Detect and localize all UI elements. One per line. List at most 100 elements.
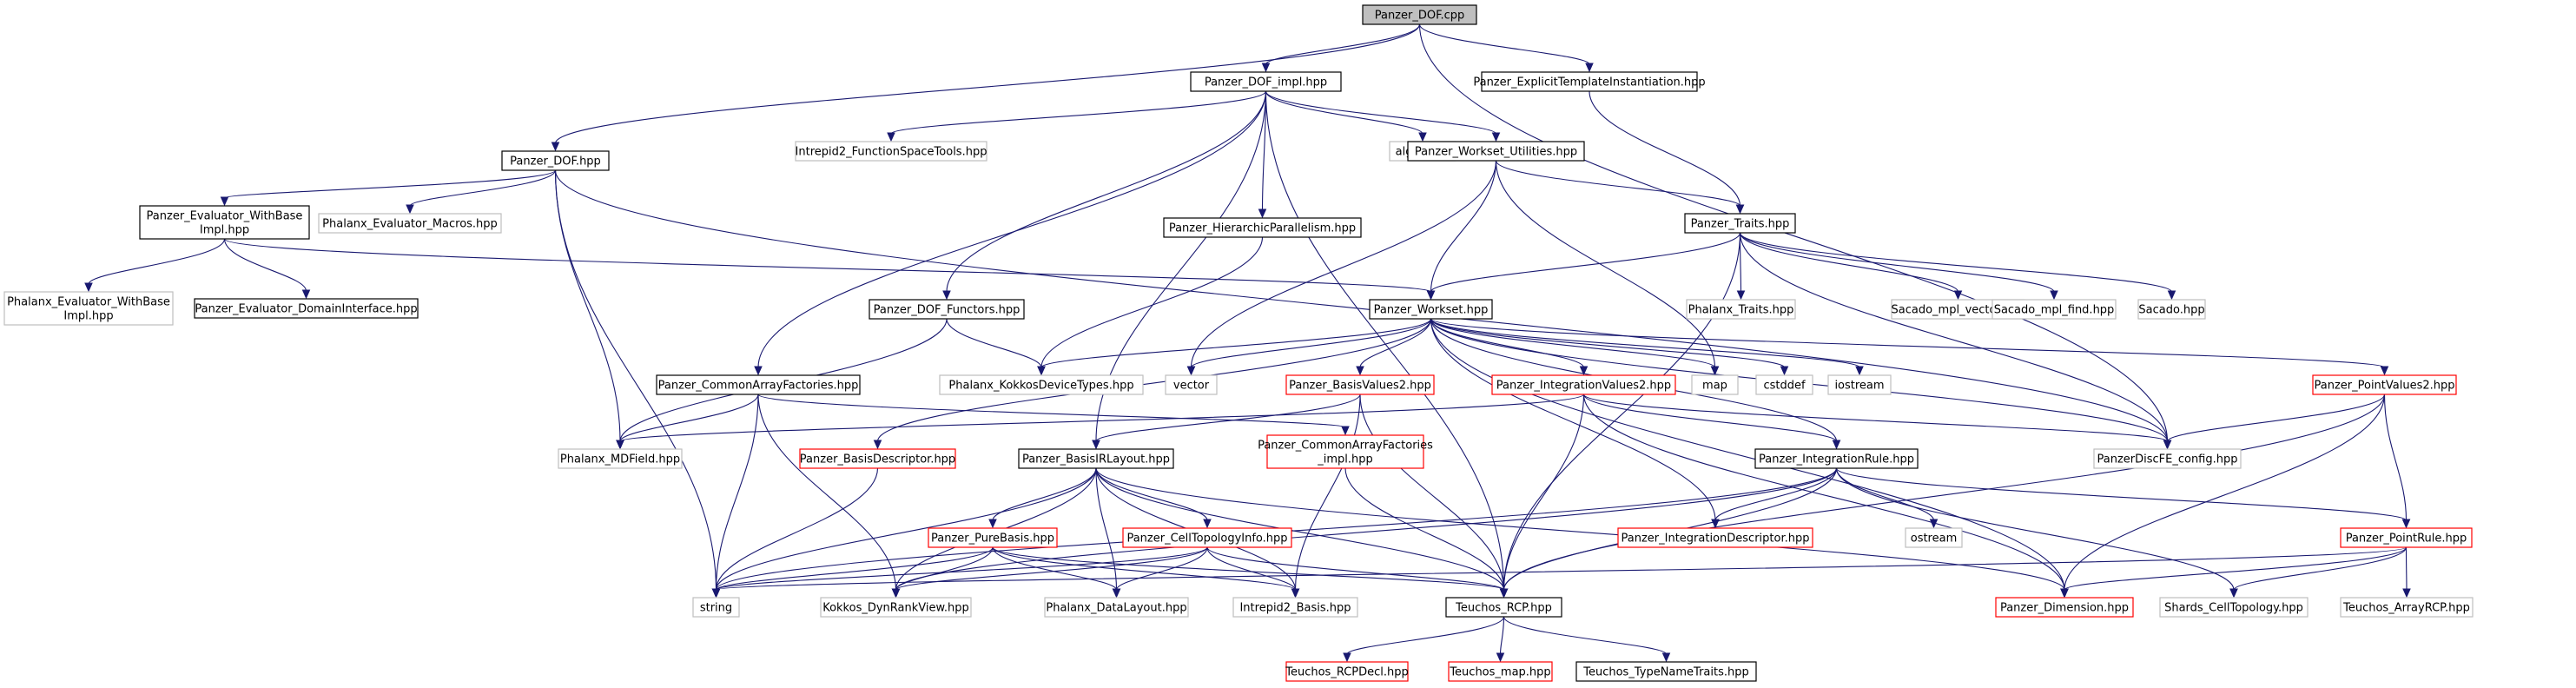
node-label: Phalanx_KokkosDeviceTypes.hpp [948, 380, 1133, 393]
edge-dof_impl-to-dof_func [942, 90, 1267, 301]
node-box [2159, 597, 2308, 618]
node-irule[interactable]: Panzer_IntegrationRule.hpp [1754, 448, 1919, 469]
edge-iv2-to-dim [1582, 394, 2069, 599]
node-workset[interactable]: Panzer_Workset.hpp [1369, 299, 1493, 320]
node-tnt[interactable]: Teuchos_TypeNameTraits.hpp [1575, 661, 1757, 682]
node-box [3, 291, 174, 326]
node-cti[interactable]: Panzer_CellTopologyInfo.hpp [1122, 527, 1292, 548]
node-iv2[interactable]: Panzer_IntegrationValues2.hpp [1491, 374, 1676, 395]
node-birl[interactable]: Panzer_BasisIRLayout.hpp [1018, 448, 1174, 469]
node-ostream[interactable]: ostream [1905, 527, 1963, 548]
node-dof_impl[interactable]: Panzer_DOF_impl.hpp [1190, 71, 1342, 92]
edge-wsu-to-traits [1495, 160, 1745, 215]
node-box [501, 150, 610, 171]
node-traits[interactable]: Panzer_Traits.hpp [1684, 213, 1796, 234]
node-tmap[interactable]: Teuchos_map.hpp [1448, 661, 1553, 682]
node-rcp[interactable]: Teuchos_RCP.hpp [1445, 597, 1562, 618]
node-label: Phalanx_Traits.hpp [1688, 304, 1794, 317]
node-box [318, 213, 502, 234]
node-box [795, 141, 987, 162]
edge-dof_cpp-to-dof_hpp [551, 23, 1421, 152]
node-box [1122, 527, 1292, 548]
node-wsu[interactable]: Panzer_Workset_Utilities.hpp [1407, 141, 1585, 162]
node-box [1018, 448, 1174, 469]
node-pbasis[interactable]: Panzer_PureBasis.hpp [928, 527, 1058, 548]
node-label: Phalanx_Evaluator_Macros.hpp [322, 218, 498, 231]
node-tarcp[interactable]: Teuchos_ArrayRCP.hpp [2340, 597, 2474, 618]
edge-rcp-to-tmap [1496, 616, 1505, 663]
node-label: Sacado_mpl_find.hpp [1994, 304, 2115, 317]
node-edi[interactable]: Panzer_Evaluator_DomainInterface.hpp [194, 298, 419, 319]
edge-dof_impl-to-fst [887, 90, 1267, 142]
edge-pv2-to-dim [2060, 394, 2386, 599]
node-kdrv[interactable]: Kokkos_DynRankView.hpp [820, 597, 972, 618]
node-box [1266, 434, 1424, 469]
edge-prule-to-tarcp [2402, 546, 2411, 599]
edge-dof_impl-to-hier [1258, 90, 1267, 219]
node-label: Panzer_IntegrationRule.hpp [1759, 453, 1914, 466]
node-pem[interactable]: Phalanx_Evaluator_Macros.hpp [318, 213, 502, 234]
node-label: ostream [1911, 533, 1958, 546]
node-label: Panzer_BasisIRLayout.hpp [1022, 453, 1170, 466]
edge-caf-to-kdrv [757, 394, 901, 599]
edge-pv2-to-rcp [1499, 394, 2386, 599]
edge-traits-to-workset [1426, 232, 1741, 301]
node-bdesc[interactable]: Panzer_BasisDescriptor.hpp [799, 448, 956, 469]
node-idesc[interactable]: Panzer_IntegrationDescriptor.hpp [1617, 527, 1813, 548]
node-mdfield[interactable]: Phalanx_MDField.hpp [558, 448, 683, 469]
node-sct[interactable]: Shards_CellTopology.hpp [2159, 597, 2308, 618]
node-label: Teuchos_RCPDecl.hpp [1285, 666, 1409, 679]
node-pv2[interactable]: Panzer_PointValues2.hpp [2312, 374, 2457, 395]
node-dof_hpp[interactable]: Panzer_DOF.hpp [501, 150, 610, 171]
node-iostream[interactable]: iostream [1827, 374, 1892, 395]
edge-iv2-to-config [1582, 394, 2172, 450]
edge-rcp-to-tnt [1503, 616, 1671, 663]
node-config[interactable]: PanzerDiscFE_config.hpp [2093, 448, 2242, 469]
node-box [1369, 299, 1493, 320]
node-i2b[interactable]: Intrepid2_Basis.hpp [1232, 597, 1358, 618]
node-bv2[interactable]: Panzer_BasisValues2.hpp [1285, 374, 1435, 395]
node-rcpdecl[interactable]: Teuchos_RCPDecl.hpp [1285, 661, 1409, 682]
node-dof_func[interactable]: Panzer_DOF_Functors.hpp [869, 299, 1025, 320]
node-smf[interactable]: Sacado_mpl_find.hpp [1991, 299, 2117, 320]
node-ptraits[interactable]: Phalanx_Traits.hpp [1686, 299, 1796, 320]
node-cstddef[interactable]: cstddef [1755, 374, 1813, 395]
node-label: Shards_CellTopology.hpp [2164, 602, 2303, 615]
edge-dof_impl-to-wsu [1265, 90, 1501, 142]
node-prule[interactable]: Panzer_PointRule.hpp [2340, 527, 2473, 548]
node-fst[interactable]: Intrepid2_FunctionSpaceTools.hpp [795, 141, 987, 162]
node-pkdt[interactable]: Phalanx_KokkosDeviceTypes.hpp [939, 374, 1144, 395]
node-caf[interactable]: Panzer_CommonArrayFactories.hpp [656, 374, 861, 395]
node-box [692, 597, 740, 618]
node-smv[interactable]: Sacado_mpl_vector.hpp [1891, 299, 2025, 320]
node-box [1481, 71, 1698, 92]
node-pdl[interactable]: Phalanx_DataLayout.hpp [1044, 597, 1189, 618]
edge-workset-to-bdesc [873, 318, 1432, 450]
node-sacado[interactable]: Sacado.hpp [2137, 299, 2206, 320]
node-hier[interactable]: Panzer_HierarchicParallelism.hpp [1163, 217, 1362, 238]
node-label: Panzer_Dimension.hpp [2000, 602, 2129, 615]
edge-caf-to-cafi [757, 394, 1350, 436]
node-box [2312, 374, 2457, 395]
node-dof_cpp[interactable]: Panzer_DOF.cpp [1362, 4, 1477, 25]
node-eti[interactable]: Panzer_ExplicitTemplateInstantiation.hpp [1473, 71, 1706, 92]
node-box [656, 374, 861, 395]
node-box [2340, 597, 2474, 618]
node-label: cstddef [1763, 380, 1806, 393]
node-cafi[interactable]: Panzer_CommonArrayFactories_impl.hpp [1258, 434, 1433, 469]
node-label: Panzer_CommonArrayFactories.hpp [658, 380, 859, 393]
edge-dof_cpp-to-eti [1418, 23, 1594, 73]
node-label: Panzer_CommonArrayFactories_impl.hpp [1258, 440, 1433, 466]
node-string[interactable]: string [692, 597, 740, 618]
node-label: Panzer_DOF_impl.hpp [1205, 76, 1327, 89]
node-vector[interactable]: vector [1165, 374, 1218, 395]
edge-workset-to-map [1430, 318, 1720, 376]
node-dim[interactable]: Panzer_Dimension.hpp [1995, 597, 2134, 618]
node-box [2093, 448, 2242, 469]
node-box [799, 448, 956, 469]
node-map[interactable]: map [1691, 374, 1739, 395]
